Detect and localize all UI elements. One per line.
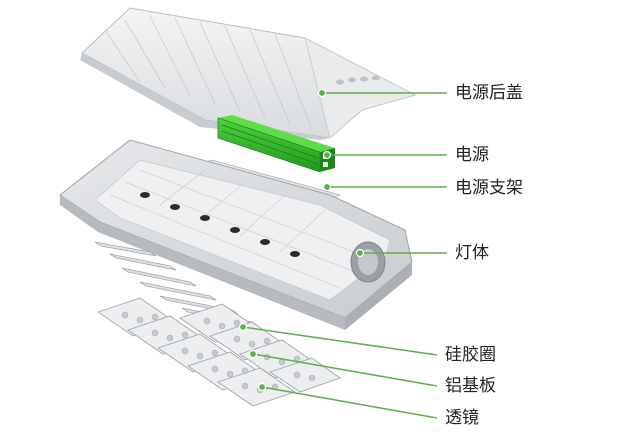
label-silicone-gasket: 硅胶圈 [445,345,496,365]
lamp-body [59,139,413,330]
lens-plates [97,297,341,407]
label-power-supply: 电源 [455,145,489,165]
label-power-bracket: 电源支架 [455,178,523,198]
label-lamp-body: 灯体 [455,243,489,263]
rear-cover [80,7,417,140]
label-rear-cover: 电源后盖 [455,83,523,103]
label-lens: 透镜 [445,408,479,428]
label-aluminum-board: 铝基板 [445,376,496,396]
power-supply [217,115,335,173]
leader-lines [238,88,447,419]
